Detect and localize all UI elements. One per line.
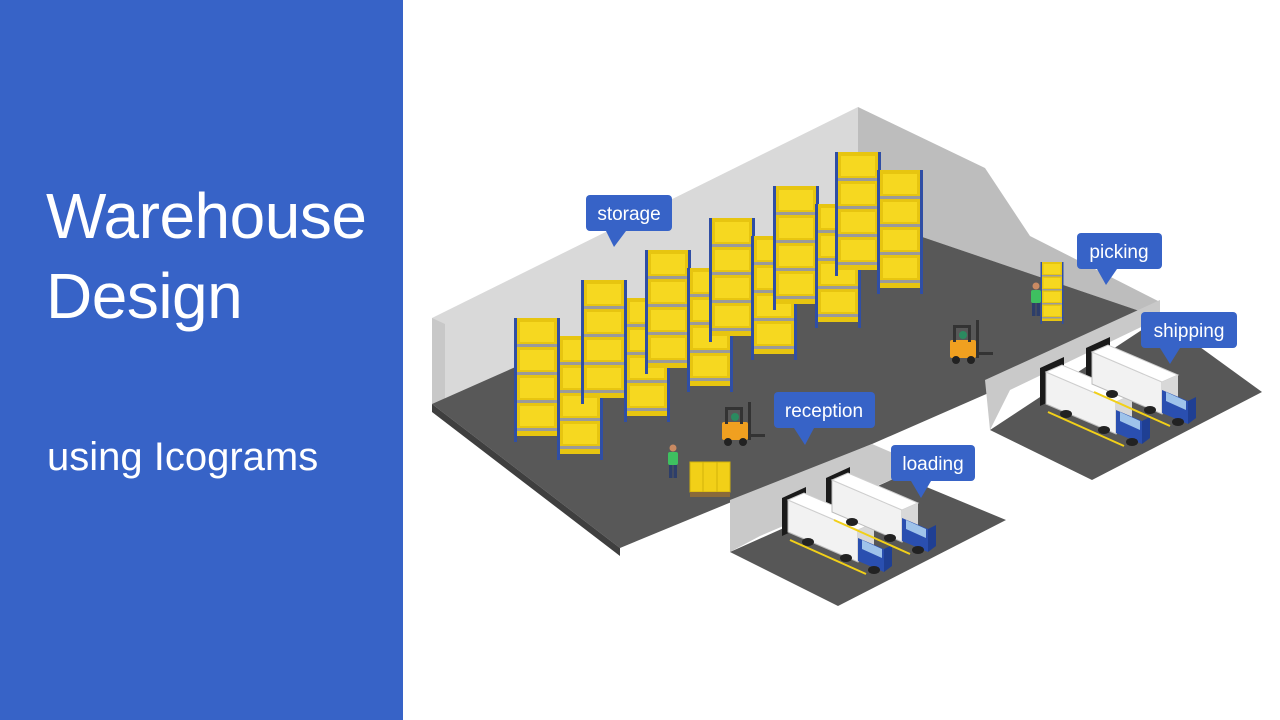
callout-loading: loading: [891, 445, 975, 498]
callout-label-shipping: shipping: [1154, 321, 1225, 342]
shipping-wall: [985, 300, 1160, 430]
title-line-1: Warehouse: [46, 180, 367, 252]
rack: [773, 186, 819, 310]
callout-label-picking: picking: [1089, 242, 1148, 263]
rack: [514, 318, 560, 442]
title-panel: Warehouse Design using Icograms: [0, 0, 403, 720]
rack: [835, 152, 881, 276]
callout-reception: reception: [774, 392, 875, 445]
pallet-icon: [689, 461, 731, 497]
callout-picking: picking: [1077, 233, 1162, 285]
wall-left-side: [432, 318, 445, 410]
slide-subtitle: using Icograms: [47, 435, 319, 479]
floor-edge: [432, 404, 620, 556]
title-line-2: Design: [46, 260, 243, 332]
callout-shipping: shipping: [1141, 312, 1237, 364]
callout-label-loading: loading: [902, 454, 963, 475]
parking-lines: [789, 391, 1171, 575]
storage-floor: [432, 215, 1160, 548]
rack: [645, 250, 691, 374]
rack: [581, 280, 627, 404]
rack: [877, 170, 923, 294]
callout-storage: storage: [586, 195, 672, 247]
callout-label-storage: storage: [597, 204, 660, 225]
rack: [709, 218, 755, 342]
slide-title: Warehouse Design: [46, 176, 367, 336]
callout-label-reception: reception: [785, 401, 863, 422]
picking-rack: [1040, 262, 1064, 324]
